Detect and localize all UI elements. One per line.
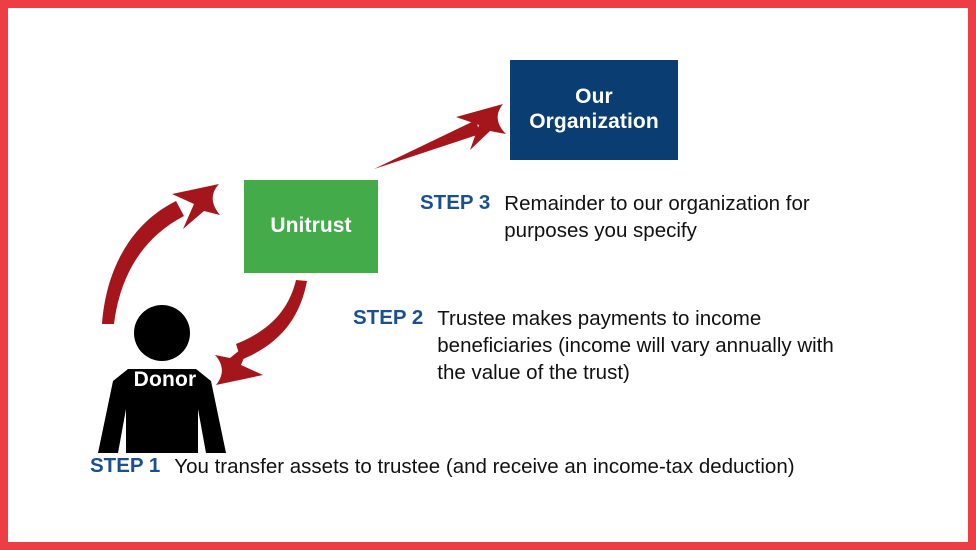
organization-box-label: Our Organization (529, 85, 659, 135)
step-1-tag: STEP 1 (90, 454, 161, 477)
step-2-row: STEP 2 Trustee makes payments to income … (353, 305, 853, 386)
arrows-layer (102, 104, 506, 385)
organization-box-label-line2: Organization (529, 110, 659, 133)
step-3-text: Remainder to our organization for purpos… (504, 192, 810, 243)
step-2-tag: STEP 2 (353, 306, 424, 329)
unitrust-box-label: Unitrust (270, 214, 352, 238)
step-3-row: STEP 3 Remainder to our organization for… (420, 190, 850, 244)
step-3-tag: STEP 3 (420, 191, 491, 214)
arrow-unitrust-to-organization-icon (374, 104, 506, 169)
step-1-row: STEP 1 You transfer assets to trustee (a… (90, 453, 890, 480)
unitrust-box: Unitrust (244, 180, 378, 273)
arrow-donor-to-unitrust-icon (102, 184, 220, 324)
organization-box-label-line1: Our (575, 85, 613, 109)
step-2-text: Trustee makes payments to income benefic… (437, 307, 834, 385)
step-1-text: You transfer assets to trustee (and rece… (174, 455, 795, 478)
organization-box: Our Organization (510, 60, 678, 160)
diagram-canvas: Our Organization Unitrust Donor STEP 3 R… (8, 8, 968, 542)
arrow-unitrust-to-donor-icon (215, 280, 307, 385)
donor-label: Donor (133, 368, 197, 391)
donor-figure-icon (88, 303, 236, 463)
